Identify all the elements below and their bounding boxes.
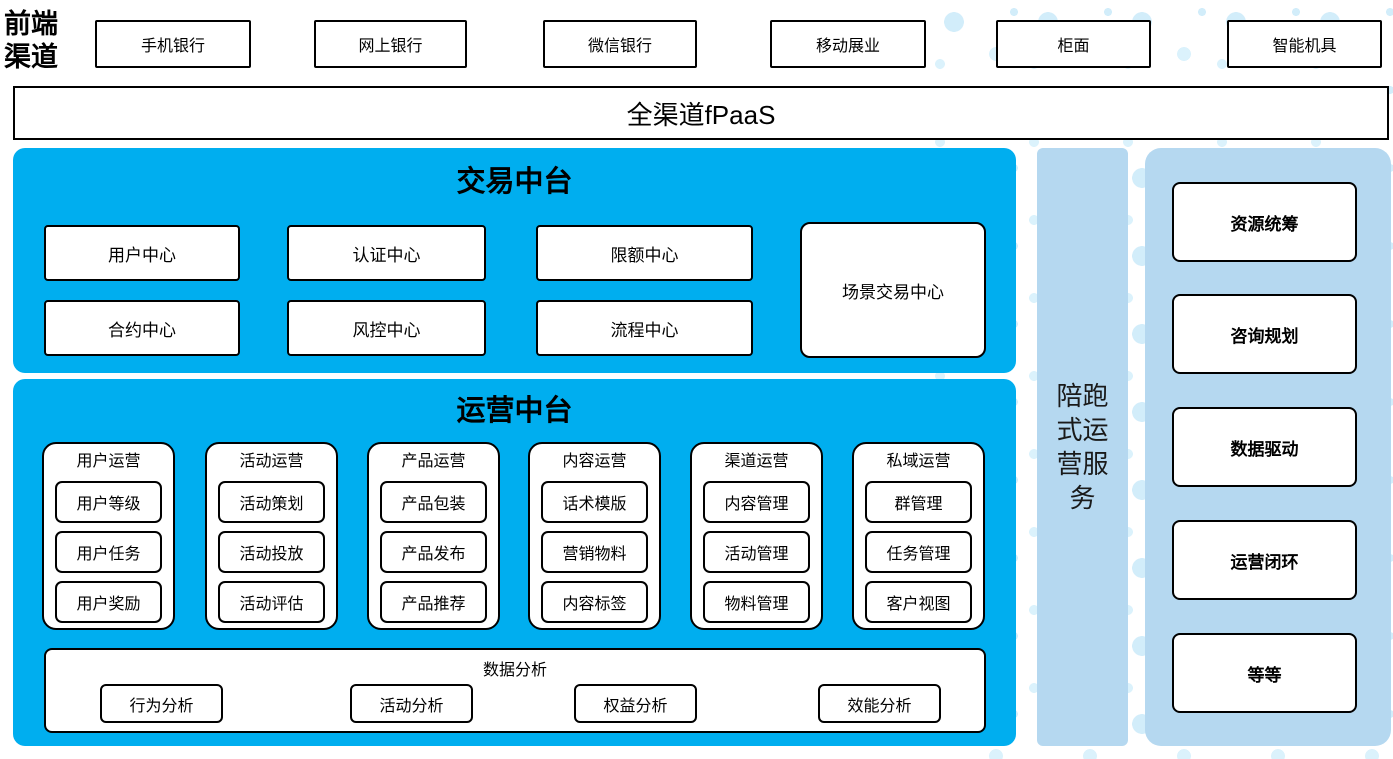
channel-label: 智能机具 <box>1272 38 1337 55</box>
accompanying-service-label: 陪跑式运营服务 <box>1056 381 1109 513</box>
front-channels-label: 前端渠道 <box>4 9 58 72</box>
group-item: 活动管理 <box>703 531 810 573</box>
group-title: 用户运营 <box>76 453 141 470</box>
accompanying-service-bar: 陪跑式运营服务 <box>1037 148 1128 746</box>
channel-label: 微信银行 <box>587 38 652 55</box>
group-item: 物料管理 <box>703 581 810 623</box>
channel-box-wechat-banking: 微信银行 <box>543 20 697 68</box>
group-item: 活动投放 <box>218 531 325 573</box>
service-box-resource-coordination: 资源统筹 <box>1172 182 1357 262</box>
group-item: 用户等级 <box>55 481 162 523</box>
center-box-process: 流程中心 <box>536 300 753 356</box>
group-box-private-domain-operation: 私域运营 群管理 任务管理 客户视图 <box>852 442 985 630</box>
analysis-item-efficiency: 效能分析 <box>818 684 941 723</box>
group-item: 用户任务 <box>55 531 162 573</box>
analysis-item-behavior: 行为分析 <box>100 684 223 723</box>
group-item: 任务管理 <box>865 531 972 573</box>
group-item: 群管理 <box>865 481 972 523</box>
group-item: 用户奖励 <box>55 581 162 623</box>
channel-label: 柜面 <box>1057 38 1090 55</box>
group-title: 私域运营 <box>886 453 951 470</box>
center-box-user: 用户中心 <box>44 225 240 281</box>
group-item: 内容管理 <box>703 481 810 523</box>
service-box-operation-loop: 运营闭环 <box>1172 520 1357 600</box>
data-analysis-box: 数据分析 行为分析 活动分析 权益分析 效能分析 <box>44 648 986 733</box>
center-box-contract: 合约中心 <box>44 300 240 356</box>
channel-box-smart-machine: 智能机具 <box>1227 20 1382 68</box>
group-title: 活动运营 <box>239 453 304 470</box>
group-box-product-operation: 产品运营 产品包装 产品发布 产品推荐 <box>367 442 500 630</box>
service-box-etc: 等等 <box>1172 633 1357 713</box>
group-item: 营销物料 <box>541 531 648 573</box>
data-analysis-title: 数据分析 <box>482 662 547 679</box>
group-item: 内容标签 <box>541 581 648 623</box>
group-item: 客户视图 <box>865 581 972 623</box>
center-box-auth: 认证中心 <box>287 225 486 281</box>
group-item: 活动评估 <box>218 581 325 623</box>
analysis-item-activity: 活动分析 <box>350 684 473 723</box>
service-panel: 资源统筹 咨询规划 数据驱动 运营闭环 等等 <box>1145 148 1391 746</box>
transaction-platform-title: 交易中台 <box>456 166 573 198</box>
analysis-item-rights: 权益分析 <box>574 684 697 723</box>
group-box-activity-operation: 活动运营 活动策划 活动投放 活动评估 <box>205 442 338 630</box>
channel-box-mobile-marketing: 移动展业 <box>770 20 926 68</box>
group-title: 渠道运营 <box>724 453 789 470</box>
channel-label: 移动展业 <box>815 38 880 55</box>
group-item: 活动策划 <box>218 481 325 523</box>
channel-label: 网上银行 <box>358 38 423 55</box>
group-title: 内容运营 <box>562 453 627 470</box>
center-box-scene-transaction: 场景交易中心 <box>800 222 986 358</box>
service-box-consulting-planning: 咨询规划 <box>1172 294 1357 374</box>
group-item: 话术模版 <box>541 481 648 523</box>
fpaas-label: 全渠道fPaaS <box>626 99 776 130</box>
group-box-content-operation: 内容运营 话术模版 营销物料 内容标签 <box>528 442 661 630</box>
channel-box-online-banking: 网上银行 <box>314 20 467 68</box>
center-box-risk: 风控中心 <box>287 300 486 356</box>
group-title: 产品运营 <box>401 453 466 470</box>
channel-label: 手机银行 <box>140 38 205 55</box>
group-box-channel-operation: 渠道运营 内容管理 活动管理 物料管理 <box>690 442 823 630</box>
group-item: 产品包装 <box>380 481 487 523</box>
service-box-data-driven: 数据驱动 <box>1172 407 1357 487</box>
channel-box-mobile-banking: 手机银行 <box>95 20 251 68</box>
group-item: 产品发布 <box>380 531 487 573</box>
group-box-user-operation: 用户运营 用户等级 用户任务 用户奖励 <box>42 442 175 630</box>
transaction-platform-panel: 交易中台 用户中心 认证中心 限额中心 合约中心 风控中心 流程中心 场景交易中… <box>13 148 1016 373</box>
group-item: 产品推荐 <box>380 581 487 623</box>
channel-box-counter: 柜面 <box>996 20 1151 68</box>
operation-platform-panel: 运营中台 用户运营 用户等级 用户任务 用户奖励 活动运营 活动策划 活动投放 … <box>13 379 1016 746</box>
fpaas-bar: 全渠道fPaaS <box>13 86 1389 140</box>
center-box-limit: 限额中心 <box>536 225 753 281</box>
operation-platform-title: 运营中台 <box>456 395 573 427</box>
